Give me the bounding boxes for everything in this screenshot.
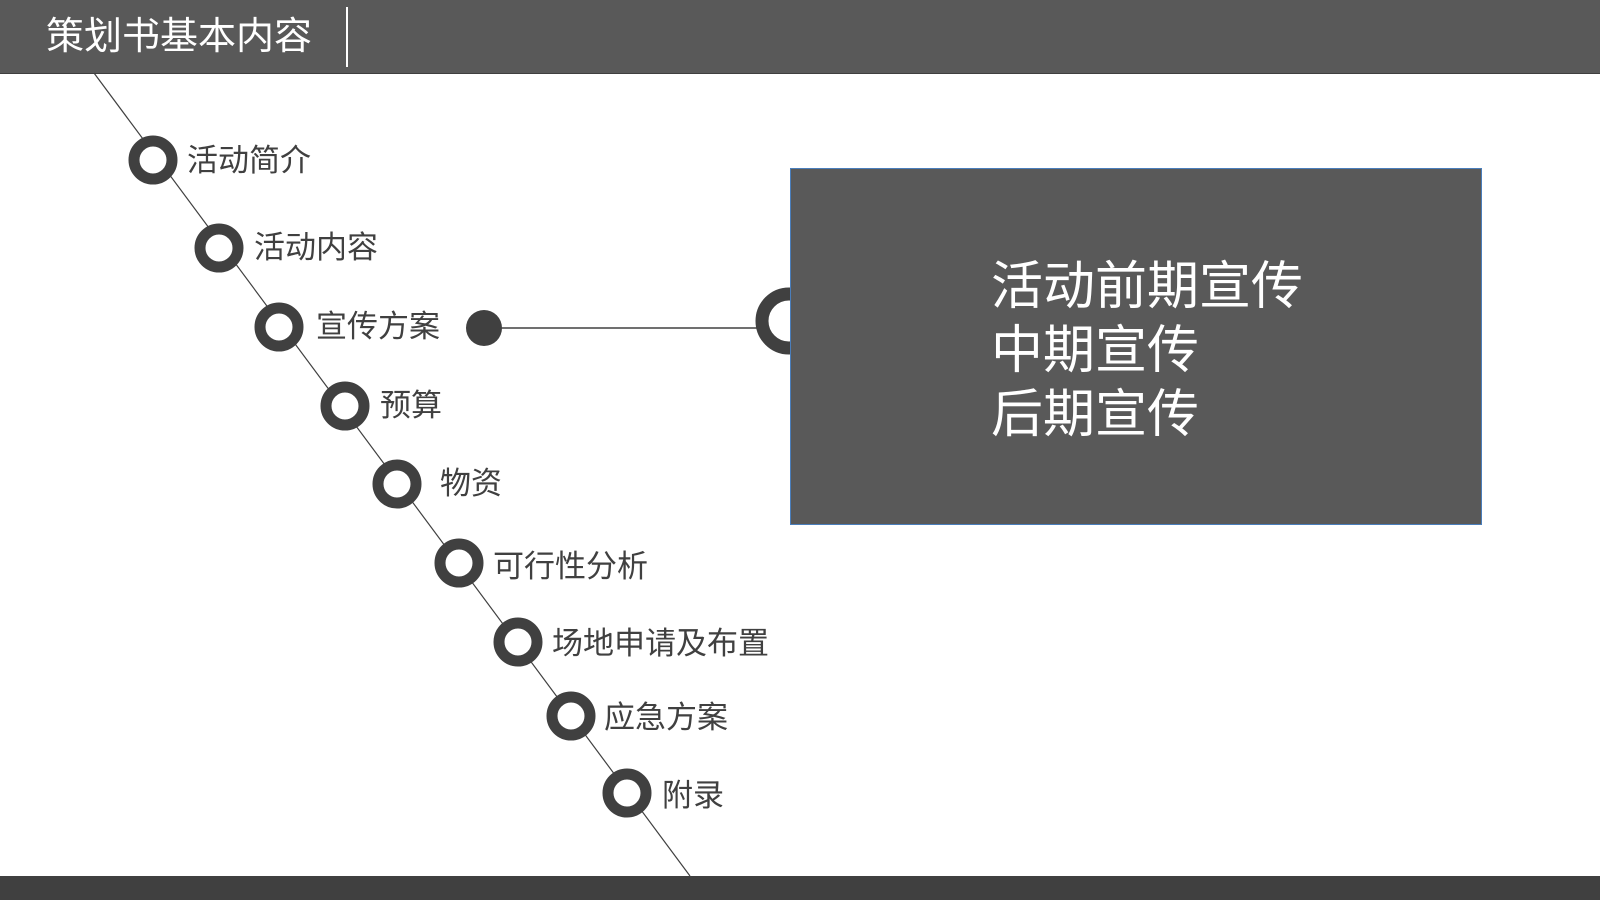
detail-line-mid: 中期宣传 bbox=[991, 321, 1200, 381]
timeline-node-1 bbox=[194, 223, 244, 273]
slide-title: 策划书基本内容 bbox=[46, 14, 313, 58]
item-6-label: 场地申请及布置 bbox=[552, 626, 769, 662]
item-4-label: 物资 bbox=[440, 466, 502, 502]
detail-lines: 活动前期宣传 中期宣传 后期宣传 bbox=[991, 255, 1303, 447]
item-8-label: 附录 bbox=[662, 778, 724, 814]
title-divider bbox=[346, 7, 348, 67]
timeline-node-8 bbox=[602, 768, 652, 818]
timeline-node-0 bbox=[128, 135, 178, 185]
item-2-label: 宣传方案 bbox=[316, 309, 440, 345]
timeline-node-7 bbox=[546, 691, 596, 741]
detail-line-late: 后期宣传 bbox=[991, 385, 1200, 445]
timeline-node-2 bbox=[254, 302, 304, 352]
item-1-label: 活动内容 bbox=[254, 230, 378, 266]
detail-box: 活动前期宣传 中期宣传 后期宣传 bbox=[790, 168, 1482, 525]
item-3-label: 预算 bbox=[380, 388, 442, 424]
timeline-node-3 bbox=[320, 381, 370, 431]
timeline-node-5 bbox=[434, 538, 484, 588]
footer-bar bbox=[0, 876, 1600, 900]
item-7-label: 应急方案 bbox=[604, 700, 728, 736]
item-0-label: 活动简介 bbox=[187, 143, 311, 179]
connector-dot bbox=[466, 310, 502, 346]
header-bar: 策划书基本内容 bbox=[0, 0, 1600, 74]
timeline-node-4 bbox=[372, 459, 422, 509]
item-5-label: 可行性分析 bbox=[493, 549, 648, 585]
detail-line-early: 活动前期宣传 bbox=[991, 257, 1304, 317]
timeline-node-6 bbox=[493, 617, 543, 667]
